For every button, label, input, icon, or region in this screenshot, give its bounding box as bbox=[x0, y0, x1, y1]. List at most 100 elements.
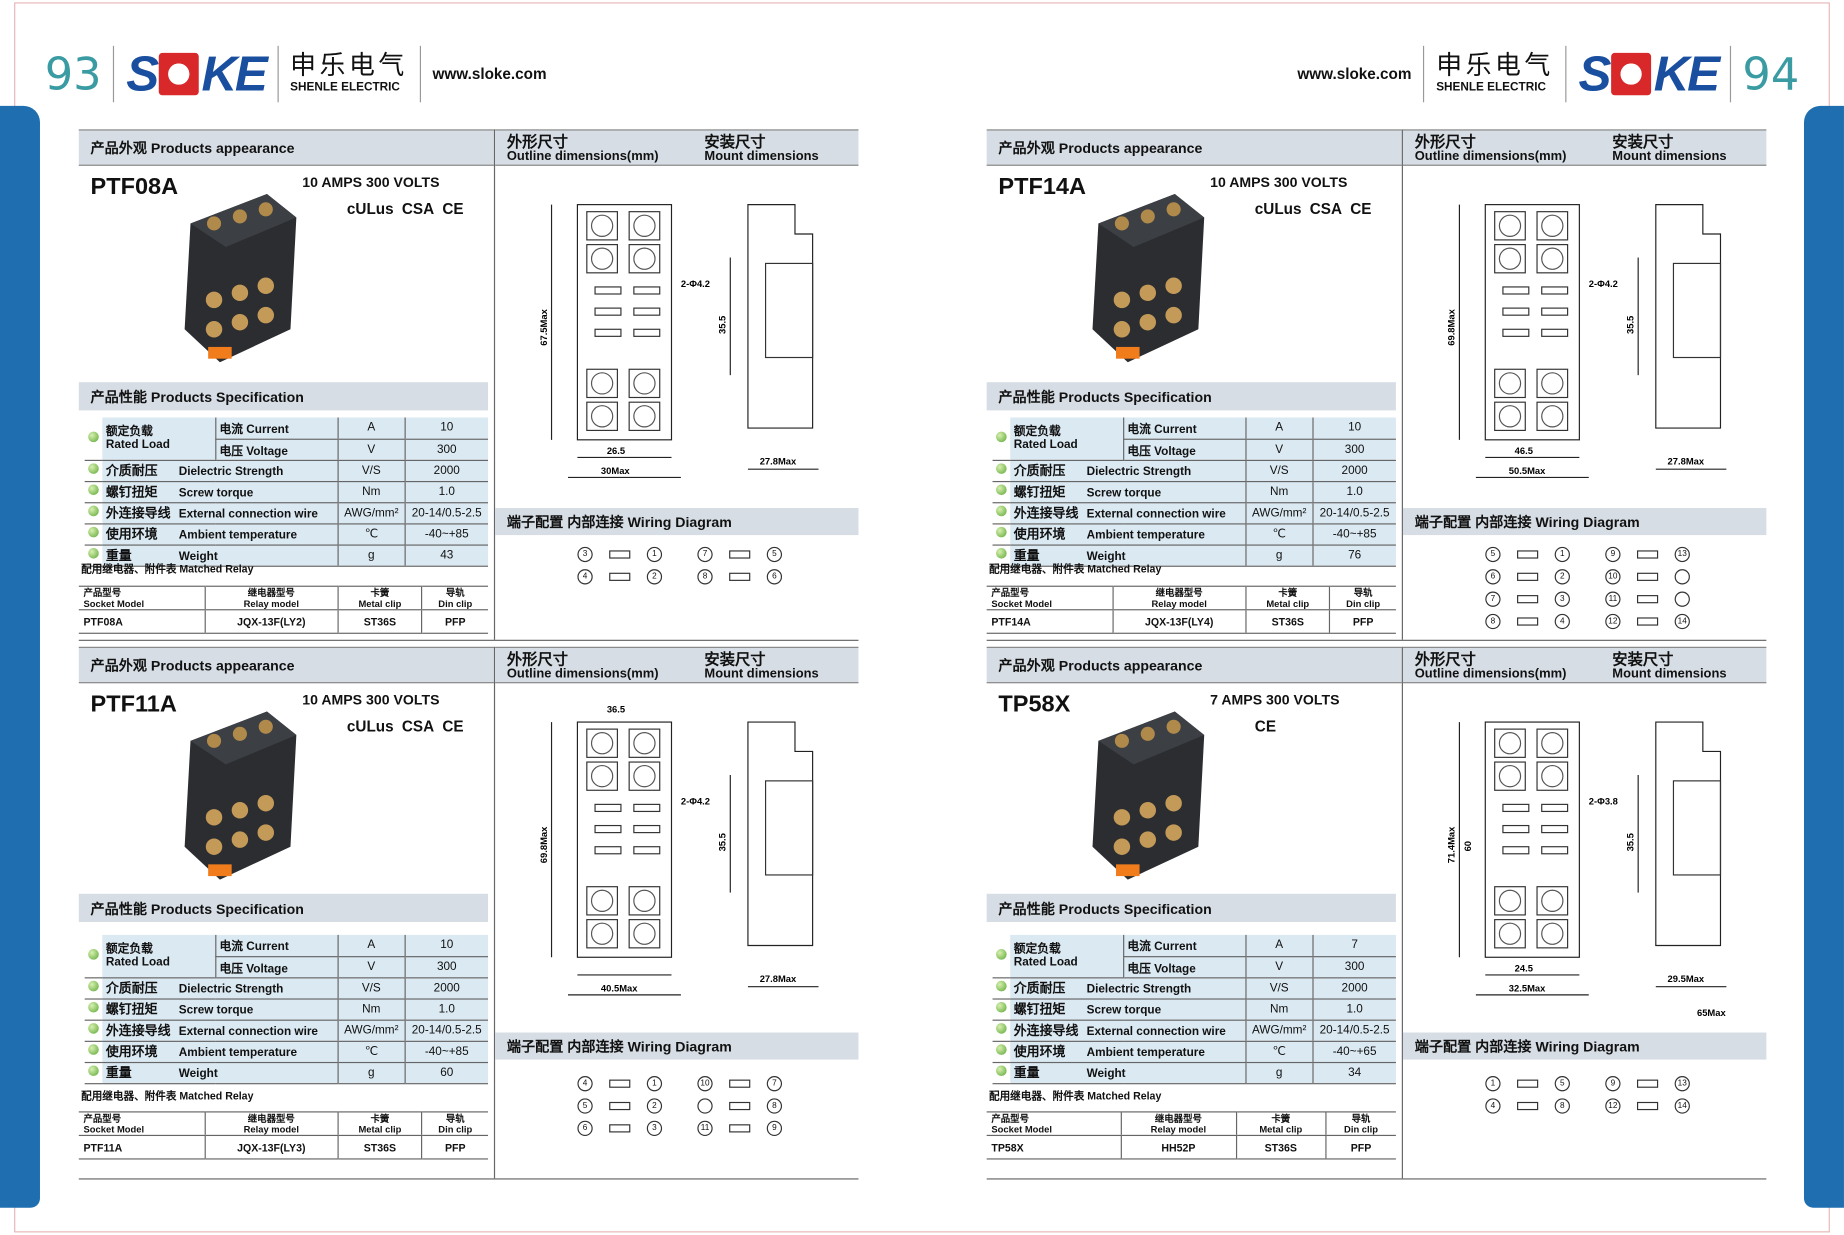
din-clip: PFP bbox=[1329, 609, 1396, 634]
header-cn: 导轨 bbox=[1353, 587, 1373, 598]
label-cn: 介质耐压 bbox=[105, 464, 158, 479]
unit: V/S bbox=[1245, 977, 1313, 1000]
terminal: 1 bbox=[646, 1076, 663, 1092]
unit: AWG/mm² bbox=[1245, 1019, 1313, 1042]
model-name: PTF11A bbox=[90, 691, 177, 718]
terminal: 2 bbox=[1554, 569, 1570, 585]
bullet-icon bbox=[88, 980, 99, 992]
header-cn: 继电器型号 bbox=[1155, 587, 1203, 598]
label: 电流 Current bbox=[1122, 934, 1246, 957]
header-en: Metal clip bbox=[1266, 597, 1310, 609]
bullet-icon bbox=[88, 1001, 99, 1013]
unit: A bbox=[337, 934, 405, 957]
label-cn: 额定负载 bbox=[105, 942, 153, 956]
website-link[interactable]: www.sloke.com bbox=[1297, 64, 1412, 83]
website-link[interactable]: www.sloke.com bbox=[432, 64, 547, 83]
bullet-icon bbox=[88, 463, 99, 474]
label-cn: 使用环境 bbox=[105, 1045, 158, 1060]
wiring-header: 端子配置 内部连接 Wiring Diagram bbox=[495, 508, 859, 536]
unit: ℃ bbox=[1245, 523, 1313, 546]
left-page-tab bbox=[0, 105, 40, 1208]
label-cn: 重量 bbox=[1013, 549, 1040, 564]
terminal: 13 bbox=[1674, 1076, 1690, 1092]
terminal: 6 bbox=[1485, 569, 1501, 585]
rating: 10 AMPS 300 VOLTS bbox=[1210, 174, 1348, 191]
terminal: 11 bbox=[697, 1120, 713, 1137]
terminal: 4 bbox=[577, 569, 593, 585]
label: 电流 Current bbox=[214, 417, 338, 440]
label-cn: 重量 bbox=[105, 1066, 132, 1081]
appearance-header: 产品外观 Products appearance bbox=[986, 129, 1402, 166]
label-en: Dielectric Strength bbox=[178, 465, 284, 479]
label-cn: 额定负载 bbox=[105, 425, 153, 439]
label-en: Screw torque bbox=[178, 486, 254, 500]
terminal: 4 bbox=[1554, 613, 1570, 630]
bullet-icon bbox=[88, 948, 99, 960]
cert-csa-icon: CSA bbox=[401, 199, 435, 218]
metal-clip: ST36S bbox=[1235, 1134, 1326, 1160]
terminal: 1 bbox=[646, 546, 663, 563]
rating: 10 AMPS 300 VOLTS bbox=[302, 691, 440, 708]
terminal: 5 bbox=[1485, 546, 1501, 563]
terminal: 5 bbox=[577, 1098, 593, 1114]
mount-cn: 安装尺寸 bbox=[1612, 650, 1674, 668]
label: 电压 Voltage bbox=[214, 438, 338, 461]
header-cn: 导轨 bbox=[445, 587, 465, 598]
terminal: 8 bbox=[1554, 1098, 1570, 1114]
label-en: External connection wire bbox=[178, 1025, 318, 1039]
unit: V bbox=[337, 956, 405, 978]
header-en: Metal clip bbox=[1259, 1123, 1303, 1135]
appearance-header: 产品外观 Products appearance bbox=[986, 646, 1402, 684]
value-voltage: 300 bbox=[404, 438, 489, 461]
cert-csa-icon: CSA bbox=[401, 717, 435, 735]
dimension-mount_h: 35.5 bbox=[1624, 833, 1635, 851]
cert-culus-icon: cULus bbox=[346, 199, 394, 218]
spec-header: 产品性能 Products Specification bbox=[986, 382, 1396, 411]
dimension-outer: 30Max bbox=[601, 465, 630, 476]
bullet-icon bbox=[996, 980, 1007, 992]
terminal: 8 bbox=[1485, 613, 1501, 630]
label-cn: 螺钉扭矩 bbox=[1013, 485, 1066, 500]
dimension-depth2: 65Max bbox=[1697, 1007, 1726, 1018]
value-weight: 43 bbox=[404, 544, 489, 567]
dimension-height: 69.8Max bbox=[538, 826, 549, 863]
bullet-icon bbox=[996, 1001, 1007, 1013]
contact-symbol bbox=[729, 1101, 751, 1111]
relay-model: HH52P bbox=[1120, 1134, 1236, 1160]
unit: ℃ bbox=[337, 1040, 405, 1063]
header-cn: 产品型号 bbox=[83, 1113, 122, 1124]
